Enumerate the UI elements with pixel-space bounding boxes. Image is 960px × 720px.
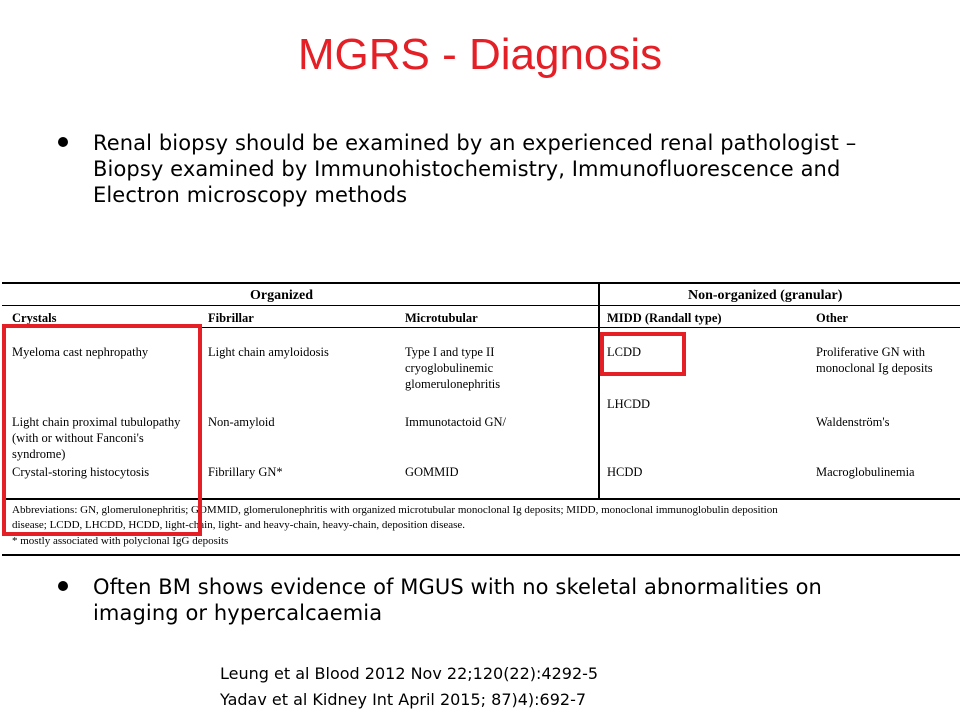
bullet-text: Renal biopsy should be examined by an ex… (93, 131, 857, 207)
table-rule-group (2, 305, 960, 306)
column-header-other: Other (816, 311, 848, 325)
table-cell-fibrillar: Light chain amyloidosis (208, 345, 329, 359)
table-footnote-abbreviations: Abbreviations: GN, glomerulonephritis; G… (12, 504, 778, 531)
table-cell-midd: LHCDD (607, 397, 651, 411)
highlight-box-lcdd (600, 332, 686, 376)
table-cell-fibrillar: Non-amyloid (208, 415, 275, 429)
table-cell-fibrillar: Fibrillary GN* (208, 465, 283, 479)
table-rule-body (2, 498, 960, 500)
table-cell-microtubular: Immunotactoid GN/ (405, 415, 507, 429)
reference-citation: Yadav et al Kidney Int April 2015; 87)4)… (220, 690, 587, 709)
table-cell-crystals: Myeloma cast nephropathy (12, 345, 149, 359)
reference-citation: Leung et al Blood 2012 Nov 22;120(22):42… (220, 664, 599, 683)
table-rule-columns (2, 327, 960, 328)
bullet-marker (58, 137, 68, 147)
table-cell-microtubular: GOMMID (405, 465, 459, 479)
highlight-box-crystals (2, 324, 202, 536)
table-cell-other: Macroglobulinemia (816, 465, 915, 479)
bullet-text: Often BM shows evidence of MGUS with no … (93, 575, 822, 625)
group-header-non-organized: Non-organized (granular) (688, 288, 843, 303)
table-divider (598, 284, 600, 498)
table-cell-midd: LCDD (607, 345, 642, 359)
table-cell-microtubular: Type I and type II cryoglobulinemic glom… (405, 345, 501, 391)
table-footnote-asterisk: * mostly associated with polyclonal IgG … (12, 535, 229, 547)
table-cell-other: Waldenström's (816, 415, 890, 429)
table-cell-midd: HCDD (607, 465, 643, 479)
classification-table: Organized Non-organized (granular) Cryst… (2, 282, 960, 556)
slide-title: MGRS - Diagnosis (297, 30, 663, 79)
table-rule-top (2, 282, 960, 284)
table-cell-other: Proliferative GN with monoclonal Ig depo… (816, 345, 933, 375)
table-rule-bottom (2, 554, 960, 556)
column-header-crystals: Crystals (12, 311, 57, 325)
table-cell-crystals: Light chain proximal tubulopathy (with o… (12, 415, 181, 461)
table-cell-crystals: Crystal-storing histocytosis (12, 465, 150, 479)
column-header-fibrillar: Fibrillar (208, 311, 254, 325)
group-header-organized: Organized (250, 288, 313, 303)
column-header-microtubular: Microtubular (405, 311, 478, 325)
column-header-midd: MIDD (Randall type) (607, 311, 722, 325)
bullet-marker (58, 581, 68, 591)
